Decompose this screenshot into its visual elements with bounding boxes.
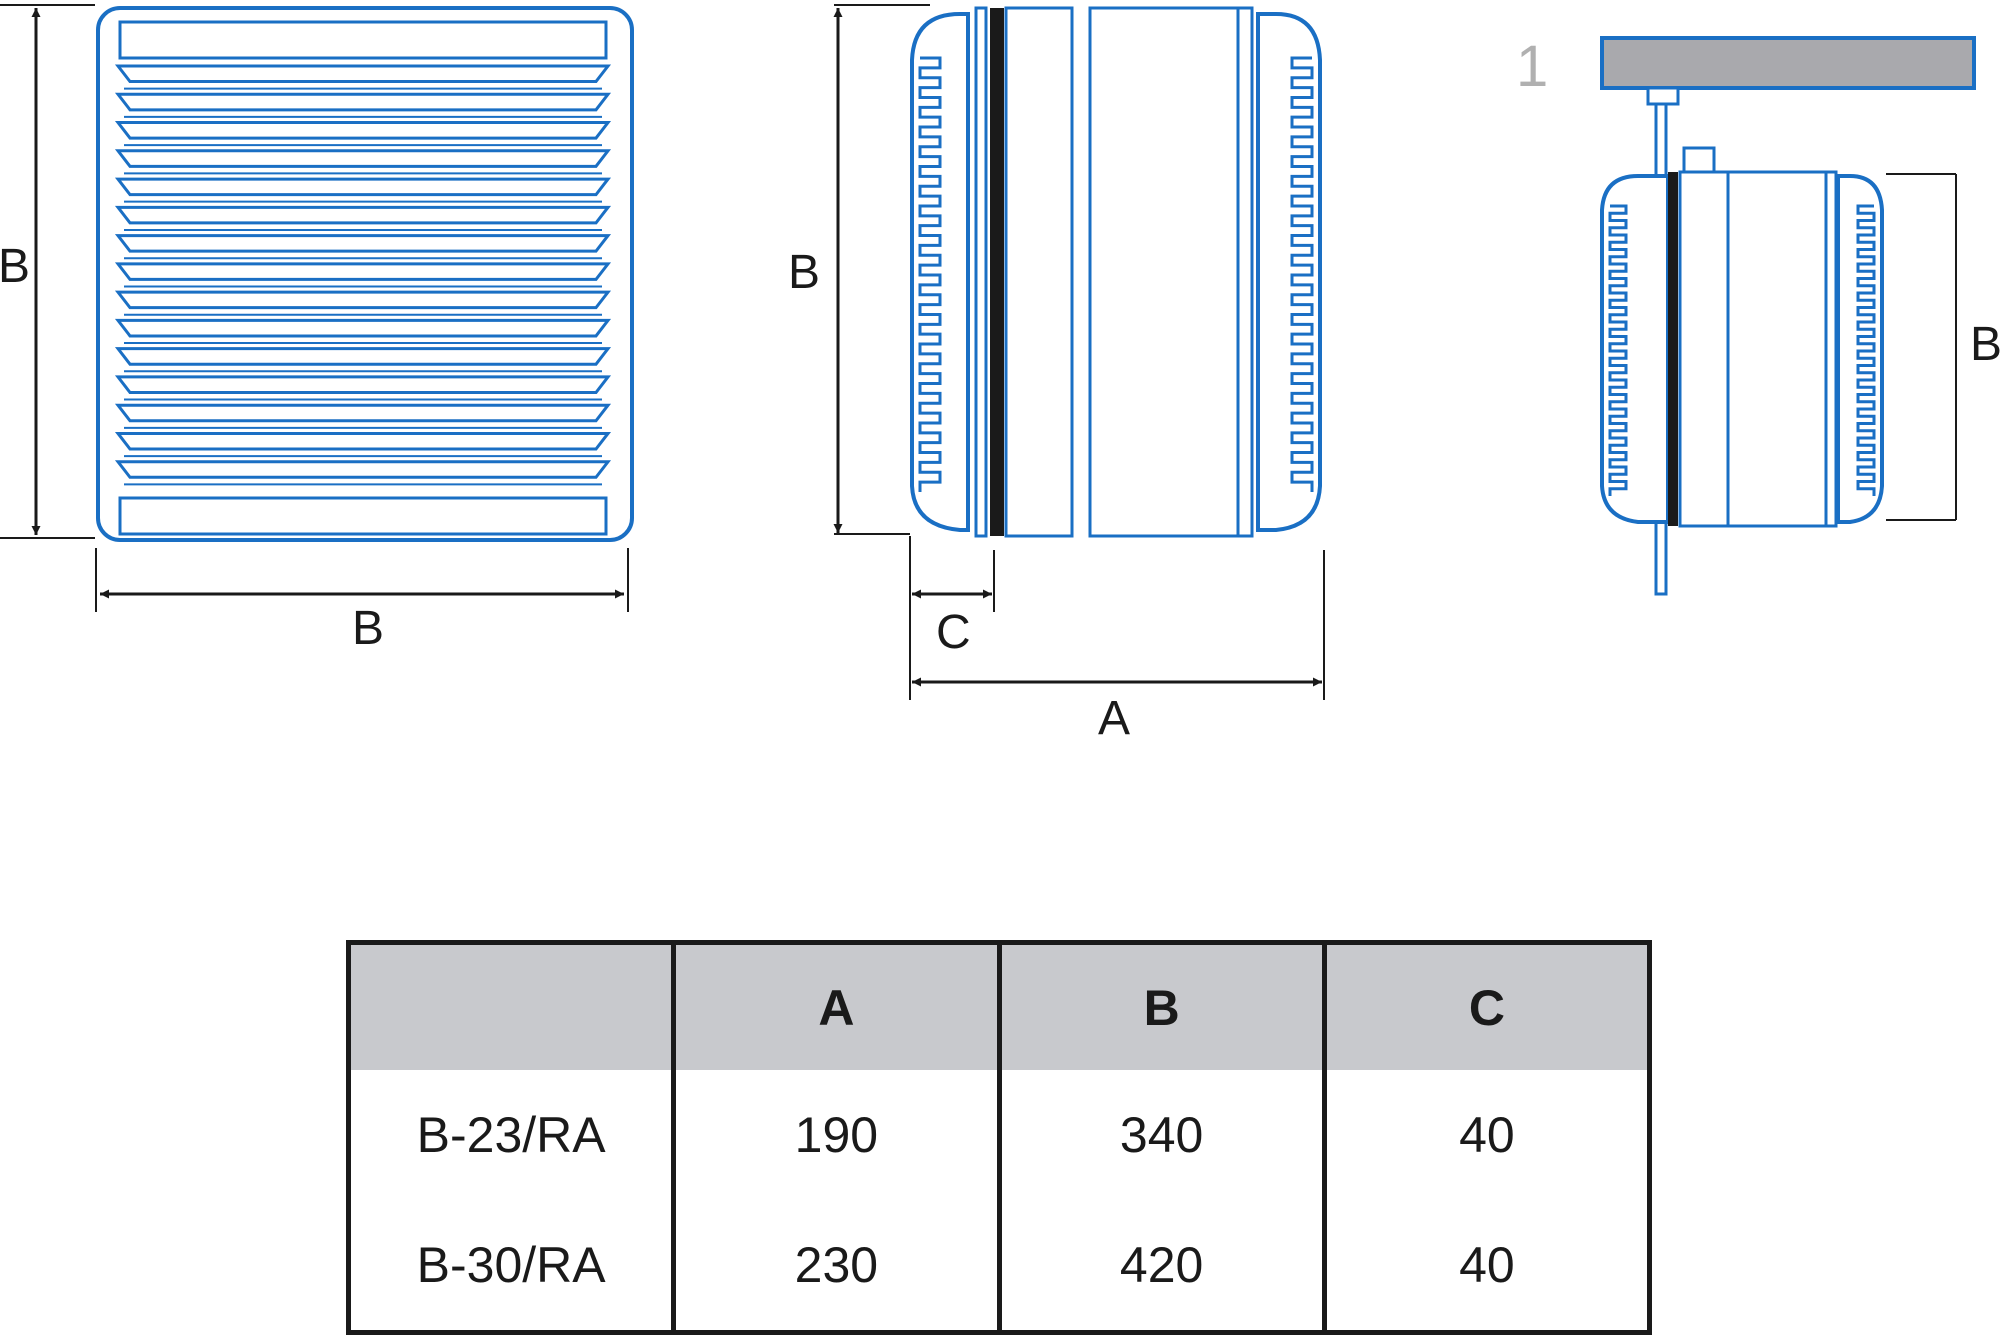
- table-row: B-23/RA 190 340 40: [345, 1070, 1653, 1200]
- side-view: B C A: [788, 4, 1325, 745]
- grille-slat: [114, 177, 612, 197]
- grille-slat: [114, 375, 612, 394]
- table-cell-model: B-30/RA: [345, 1200, 677, 1335]
- front-view: B B: [0, 4, 634, 655]
- grille-slat: [114, 149, 612, 168]
- grille-slat: [114, 460, 612, 479]
- grille-slats: [114, 64, 612, 486]
- side-height-label: B: [788, 246, 820, 299]
- table-cell-c: 40: [1321, 1200, 1653, 1335]
- table-cell-model: B-23/RA: [345, 1070, 677, 1200]
- table-cell-a: 230: [671, 1200, 1002, 1335]
- motor-housing: [1682, 146, 1716, 176]
- grille-slat: [114, 234, 612, 253]
- table-cell-b: 340: [996, 1070, 1327, 1200]
- fin-serration: [1608, 204, 1628, 496]
- ceiling-slab: [1600, 36, 1976, 90]
- grille-slat: [114, 121, 612, 140]
- front-top-panel: [118, 20, 608, 60]
- table-cell-b: 420: [996, 1200, 1327, 1335]
- grille-slat: [114, 403, 612, 423]
- mounted-left-fins: [1608, 204, 1628, 496]
- table-header-row: A B C: [345, 940, 1653, 1070]
- mounted-view: 1 B: [1516, 34, 2000, 596]
- table-header-c: C: [1321, 940, 1653, 1070]
- fin-serration: [918, 56, 942, 492]
- side-left-fins: [918, 56, 942, 492]
- side-depth-label: A: [1098, 692, 1130, 745]
- grille-slat: [114, 92, 612, 112]
- mounted-fan-body: [1600, 170, 1884, 528]
- grille-slat: [114, 431, 612, 451]
- front-height-label: B: [0, 240, 30, 293]
- dimensions-table: A B C B-23/RA 190 340 40 B-30/RA 230 420…: [345, 940, 1653, 1335]
- mounted-right-fins: [1856, 204, 1876, 496]
- table-header-b: B: [996, 940, 1327, 1070]
- grille-slat: [114, 262, 612, 281]
- front-width-label: B: [352, 602, 384, 655]
- fin-serration: [1290, 56, 1314, 492]
- front-bottom-panel: [118, 496, 608, 536]
- mounted-height-label: B: [1970, 318, 2000, 371]
- reference-number: 1: [1516, 34, 1548, 99]
- table-row: B-30/RA 230 420 40: [345, 1200, 1653, 1335]
- grille-slat: [114, 318, 612, 338]
- side-flange-label: C: [936, 606, 971, 659]
- table-cell-a: 190: [671, 1070, 1002, 1200]
- side-fan-body: [910, 6, 1322, 538]
- table-cell-c: 40: [1321, 1070, 1653, 1200]
- fin-serration: [1856, 204, 1876, 496]
- grille-slat: [114, 205, 612, 225]
- table-header-a: A: [671, 940, 1002, 1070]
- grille-slat: [114, 347, 612, 366]
- side-mounting-flange: [990, 8, 1004, 536]
- ceiling-bracket: [1646, 86, 1680, 106]
- grille-slat: [114, 64, 612, 84]
- grille-slat: [114, 290, 612, 310]
- side-right-fins: [1290, 56, 1314, 492]
- table-header-model: [345, 940, 677, 1070]
